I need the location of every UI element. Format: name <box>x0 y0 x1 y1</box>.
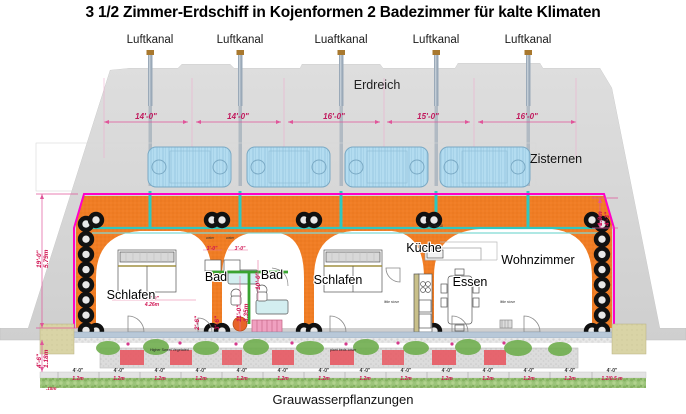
sky-cutout <box>0 28 686 328</box>
page-title: 3 1/2 Zimmer-Erdschiff in Kojenformen 2 … <box>85 4 601 21</box>
vent-pipe <box>337 50 345 106</box>
bed <box>323 249 383 293</box>
wood-stove <box>499 319 513 329</box>
cistern-tanks <box>35 142 537 192</box>
vent-pipe <box>146 50 154 106</box>
room-furniture <box>117 241 541 333</box>
bed <box>117 249 177 293</box>
greywater-vegetation-band <box>39 371 647 388</box>
cistern-tank <box>344 146 429 188</box>
vent-pipes <box>146 50 532 186</box>
cistern-tank <box>147 146 232 188</box>
plumbing-stack <box>212 270 288 324</box>
section-drawing-canvas <box>0 28 686 388</box>
planter-flowers <box>126 341 506 346</box>
ac-unit <box>424 241 498 261</box>
planter-foliage <box>96 339 572 356</box>
floor-slab <box>39 323 647 355</box>
side-dimension-lines <box>36 193 618 372</box>
bathroom-fixtures-left <box>204 259 259 306</box>
dining-table <box>440 268 480 332</box>
moisture-barrier <box>73 193 615 328</box>
top-dimension-lines <box>103 78 577 158</box>
interior-dimension-lines <box>112 249 259 332</box>
vent-pipe <box>432 50 440 106</box>
greywater-planting-label: Grauwasserpflanzungen <box>272 392 414 407</box>
cistern-tank <box>439 146 531 188</box>
planter-plants <box>120 350 506 365</box>
vent-pipe <box>236 50 244 106</box>
cistern-tank <box>246 146 331 188</box>
tire-wall <box>77 211 611 340</box>
bathroom-fixtures-right <box>255 267 289 315</box>
vent-pipe <box>524 50 532 106</box>
kitchen-counter <box>413 273 433 333</box>
greywater-planter-beds <box>96 339 579 369</box>
